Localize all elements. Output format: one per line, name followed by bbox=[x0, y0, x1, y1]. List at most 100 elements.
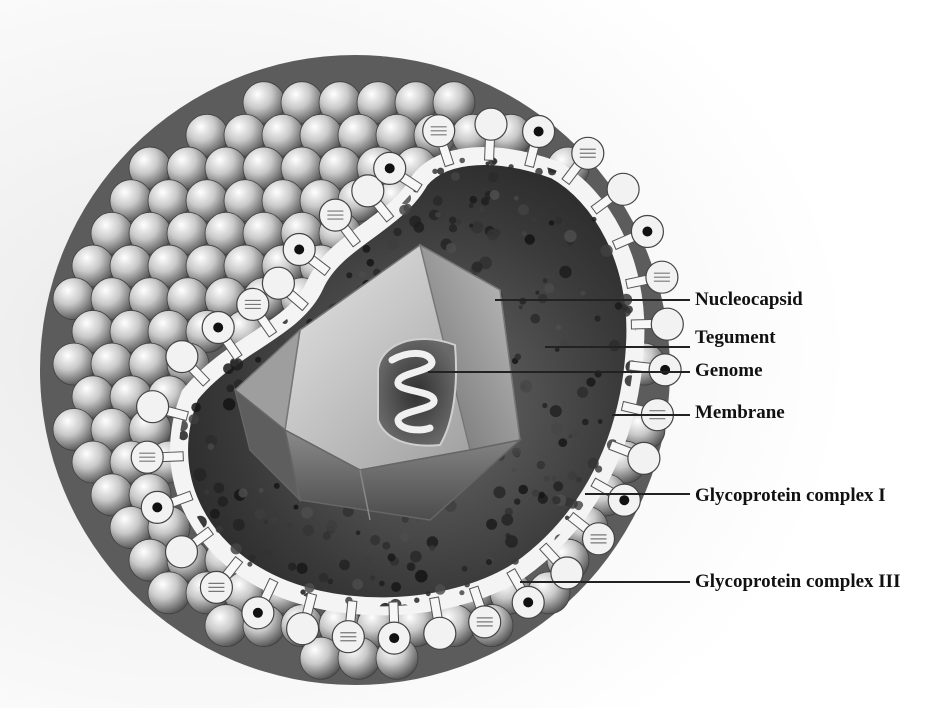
tegument-dot bbox=[370, 535, 381, 546]
tegument-dot bbox=[571, 430, 580, 439]
glycoprotein-spike bbox=[241, 577, 279, 630]
tegument-dot bbox=[567, 498, 578, 509]
glycoprotein-spike bbox=[165, 340, 211, 387]
tegument-dot bbox=[614, 302, 623, 310]
tegument-dot bbox=[538, 293, 548, 304]
tegument-dot bbox=[400, 532, 410, 542]
glycoprotein-spike bbox=[282, 232, 331, 277]
tegument-dot bbox=[576, 476, 582, 483]
tegument-dot bbox=[301, 506, 313, 519]
tegument-dot bbox=[276, 335, 287, 347]
tegument-dot bbox=[553, 481, 564, 492]
glycoprotein-spike bbox=[630, 307, 684, 341]
label-nucleocapsid: Nucleocapsid bbox=[695, 289, 803, 310]
tegument-dot bbox=[393, 227, 402, 237]
tegument-dot bbox=[554, 347, 560, 352]
glycoprotein-spike bbox=[140, 490, 194, 524]
tegument-dot bbox=[217, 496, 229, 507]
leader-lines bbox=[428, 299, 690, 583]
tegument-dot bbox=[564, 229, 577, 243]
tegument-dot bbox=[555, 325, 562, 331]
tegument-dot bbox=[551, 476, 557, 481]
tegument-dot bbox=[469, 223, 474, 228]
tegument-dot bbox=[223, 363, 234, 374]
glycoprotein-spike bbox=[567, 511, 616, 556]
tegument-dot bbox=[432, 168, 438, 174]
tegument-dot bbox=[471, 221, 484, 234]
tegument-dot bbox=[591, 436, 597, 443]
tegument-dot bbox=[302, 524, 314, 537]
tegument-dot bbox=[434, 584, 446, 595]
tegument-dot bbox=[437, 167, 445, 175]
tegument-dot bbox=[597, 419, 603, 424]
tegument-dot bbox=[508, 164, 514, 170]
glycoprotein-spike bbox=[286, 592, 320, 646]
tegument-dot bbox=[263, 549, 273, 558]
glycoprotein-spike bbox=[611, 214, 665, 251]
tegument-dot bbox=[207, 443, 215, 450]
tegument-dot bbox=[293, 504, 299, 510]
tegument-dot bbox=[514, 353, 522, 361]
label-glycoprotein-complex-1: Glycoprotein complex I bbox=[695, 485, 886, 506]
glycoprotein-spike bbox=[423, 596, 457, 650]
tegument-dot bbox=[549, 405, 562, 418]
surface-sphere bbox=[204, 604, 248, 647]
tegument-dot bbox=[505, 533, 511, 539]
tegument-dot bbox=[215, 525, 223, 534]
tegument-dot bbox=[514, 498, 521, 505]
tegument-dot bbox=[489, 190, 500, 200]
tegument-dot bbox=[521, 231, 528, 237]
tegument-dot bbox=[587, 457, 599, 469]
tegument-dot bbox=[488, 172, 499, 183]
tegument-dot bbox=[455, 218, 462, 226]
glycoprotein-spike bbox=[236, 287, 278, 338]
tegument-dot bbox=[432, 196, 443, 206]
glycoprotein-spike bbox=[130, 440, 184, 474]
tegument-dot bbox=[416, 518, 422, 524]
tegument-dot bbox=[559, 265, 572, 279]
tegument-dot bbox=[493, 486, 506, 499]
glycoprotein-spike bbox=[373, 151, 423, 193]
glycoprotein-spike bbox=[561, 136, 605, 186]
tegument-dot bbox=[391, 582, 402, 592]
glycoprotein-spike bbox=[351, 174, 395, 223]
tegument-dot bbox=[258, 487, 264, 493]
glycoprotein-spike bbox=[318, 198, 362, 248]
tegument-dot bbox=[410, 550, 422, 563]
tegument-dot bbox=[459, 157, 466, 164]
tegument-dot bbox=[554, 217, 563, 225]
tegument-dot bbox=[511, 467, 517, 473]
tegument-dot bbox=[273, 482, 280, 489]
tegument-dot bbox=[255, 521, 265, 531]
glycoprotein-spike bbox=[331, 599, 365, 654]
tegument-dot bbox=[548, 220, 555, 226]
tegument-dot bbox=[325, 520, 338, 532]
tegument-dot bbox=[538, 491, 545, 498]
tegument-dot bbox=[318, 572, 329, 583]
tegument-dot bbox=[213, 482, 225, 494]
glycoprotein-spike bbox=[474, 107, 508, 161]
tegument-dot bbox=[567, 471, 578, 481]
tegument-dot bbox=[544, 283, 555, 294]
tegument-dot bbox=[524, 234, 535, 245]
tegument-dot bbox=[536, 460, 546, 470]
tegument-dot bbox=[448, 224, 458, 233]
tegument-dot bbox=[542, 278, 548, 283]
tegument-dot bbox=[226, 384, 235, 393]
tegument-dot bbox=[608, 339, 621, 352]
tegument-dot bbox=[486, 518, 498, 530]
tegument-dot bbox=[191, 402, 201, 413]
tegument-dot bbox=[511, 557, 519, 565]
tegument-dot bbox=[505, 535, 518, 548]
tegument-dot bbox=[429, 545, 436, 552]
tegument-dot bbox=[327, 578, 334, 585]
tegument-dot bbox=[188, 414, 199, 425]
tegument-dot bbox=[406, 562, 416, 571]
tegument-dot bbox=[530, 216, 537, 223]
tegument-dot bbox=[535, 167, 543, 176]
tegument-dot bbox=[511, 447, 521, 457]
tegument-dot bbox=[542, 402, 548, 409]
glycoprotein-spike bbox=[422, 114, 456, 168]
